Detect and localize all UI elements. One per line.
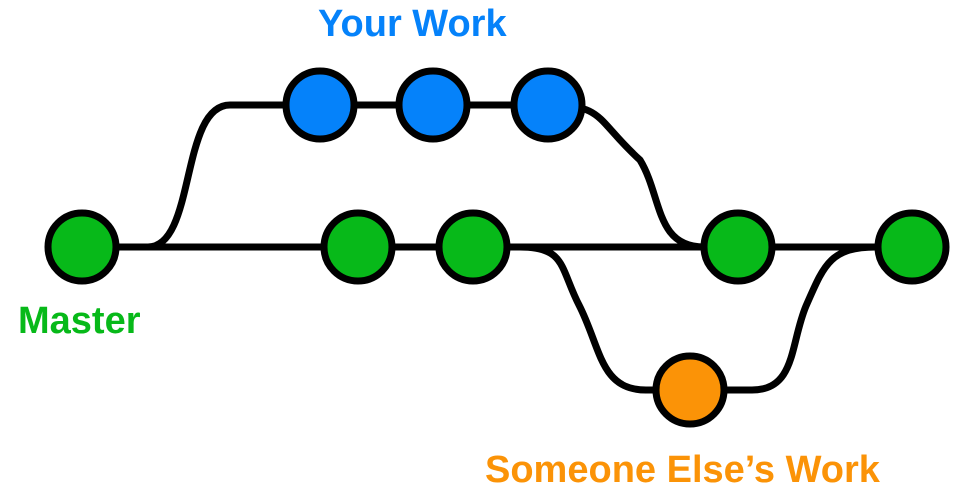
commit-node-y3[interactable] <box>510 67 586 143</box>
branch-label-master: Master <box>18 300 141 342</box>
commit-node-y1[interactable] <box>282 67 358 143</box>
commit-node-o1[interactable] <box>652 352 728 428</box>
edge-branch-out-orange <box>516 243 694 394</box>
commit-node-m3[interactable] <box>435 209 511 285</box>
commit-node-m5[interactable] <box>874 209 950 285</box>
commit-node-m1[interactable] <box>44 209 120 285</box>
edge-merge-orange <box>686 243 880 394</box>
commit-node-m2[interactable] <box>320 209 396 285</box>
branch-label-someone-elses-work: Someone Else’s Work <box>485 449 880 491</box>
commit-node-m4[interactable] <box>700 209 776 285</box>
nodes-layer <box>44 67 950 428</box>
branch-label-your-work: Your Work <box>318 3 507 45</box>
commit-node-y2[interactable] <box>395 67 471 143</box>
edge-branch-out-blue <box>144 101 324 251</box>
